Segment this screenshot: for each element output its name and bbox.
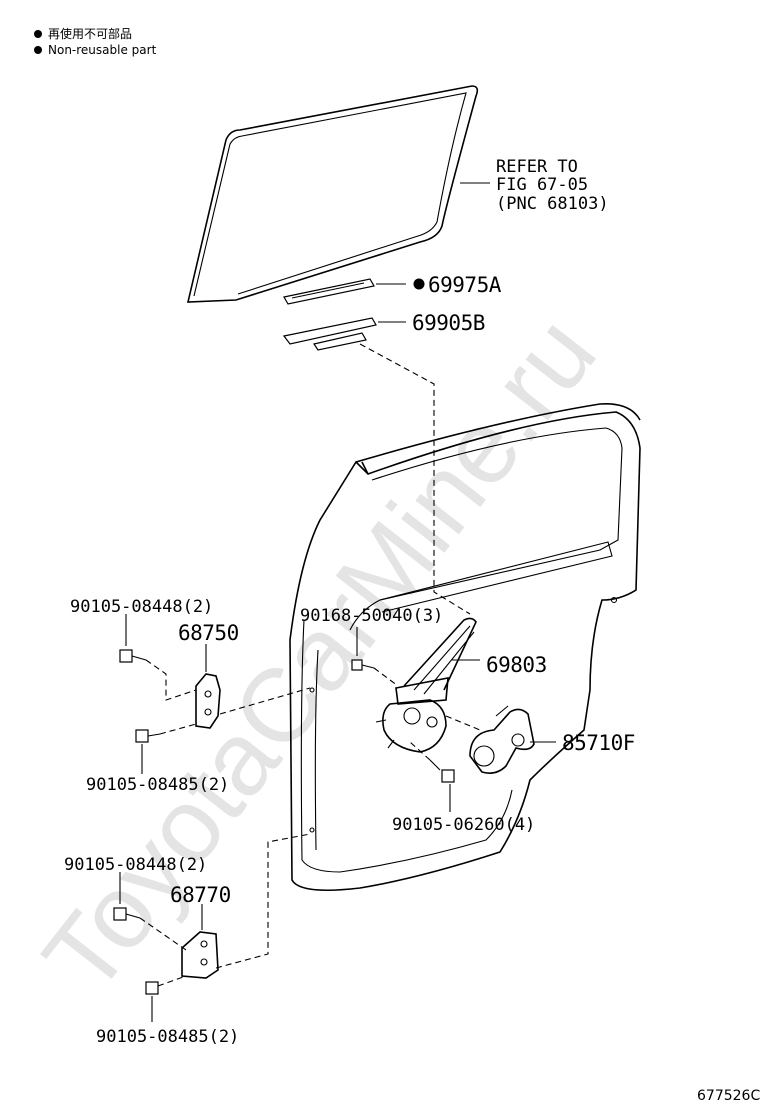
bolt-90105-06260: [429, 759, 455, 783]
label-69905B: 69905B: [412, 311, 485, 335]
door-glass: [186, 85, 479, 303]
motor-guide-line: [445, 715, 481, 731]
bolt-guide-line: [373, 667, 399, 687]
bolt-guide-line: [409, 741, 431, 761]
non-reusable-bullet-icon: [413, 278, 425, 290]
label-90105-08485-bot: 90105-08485(2): [96, 1027, 239, 1047]
hinge-guide-line: [145, 659, 197, 701]
hinge-guide-line: [159, 723, 197, 735]
refer-line-1: REFER TO: [496, 157, 578, 177]
illustration-id: 677526C: [697, 1088, 760, 1104]
hinge-guide-line: [157, 975, 187, 987]
lower-hinge-68770: [113, 907, 219, 995]
assembly-guide-line: [359, 343, 471, 615]
label-90105-08485-top: 90105-08485(2): [86, 775, 229, 795]
channel-69905B: [282, 317, 377, 351]
label-69975A: 69975A: [428, 273, 502, 297]
hinge-guide-line: [219, 687, 311, 715]
legend-jp: 再使用不可部品: [48, 26, 132, 41]
bolt-90168-50040: [351, 659, 375, 671]
label-85710F: 85710F: [562, 731, 635, 755]
label-90105-08448-top: 90105-08448(2): [70, 597, 213, 617]
label-68750: 68750: [178, 621, 239, 645]
legend: 再使用不可部品 Non-reusable part: [34, 26, 157, 57]
label-90168-50040: 90168-50040(3): [300, 606, 443, 626]
label-90105-06260: 90105-06260(4): [392, 815, 535, 835]
regulator-motor-85710F: [469, 705, 535, 774]
label-68770: 68770: [170, 883, 231, 907]
rear-door-panel: [289, 403, 641, 892]
refer-line-3: (PNC 68103): [496, 194, 609, 214]
non-reusable-bullet-icon: [34, 46, 42, 54]
refer-line-2: FIG 67-05: [496, 175, 588, 195]
upper-hinge-68750: [119, 649, 221, 743]
label-69803: 69803: [486, 653, 547, 677]
window-regulator-69803: [375, 617, 477, 753]
label-90105-08448-bot: 90105-08448(2): [64, 855, 207, 875]
non-reusable-bullet-icon: [34, 30, 42, 38]
legend-en: Non-reusable part: [48, 43, 157, 57]
channel-69975A: [283, 278, 375, 305]
